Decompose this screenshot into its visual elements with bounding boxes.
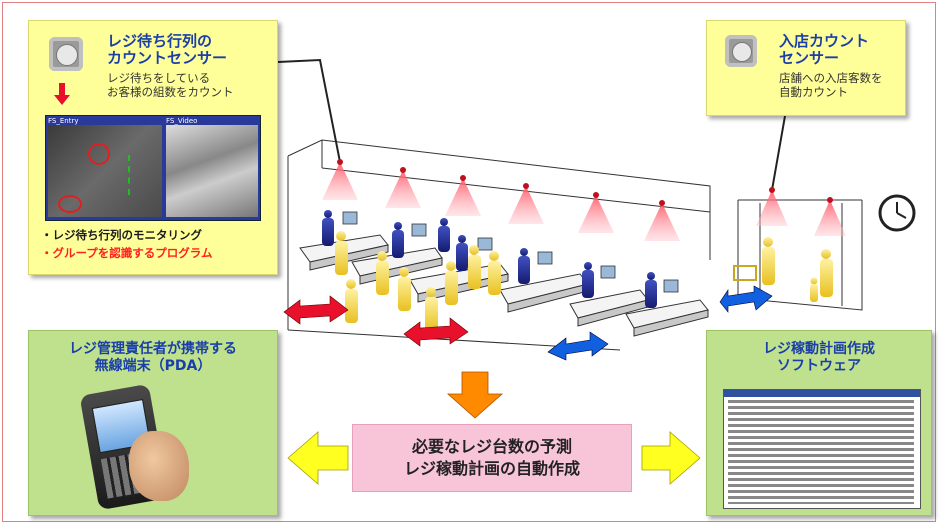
red-arrow-1 (283, 295, 349, 325)
pda-panel: レジ管理責任者が携帯する 無線端末（PDA） (28, 330, 278, 516)
clock-icon (878, 194, 916, 232)
ceiling-sensors (322, 159, 846, 241)
hand-image (129, 431, 189, 501)
pda-title: レジ管理責任者が携帯する 無線端末（PDA） (69, 341, 237, 374)
checkout-lanes (299, 234, 709, 337)
right-arrow (641, 431, 701, 485)
red-down-arrow-icon (59, 83, 65, 97)
software-title: レジ稼動計画作成 ソフトウェア (763, 341, 875, 374)
left-arrow (287, 431, 349, 485)
entry-sensor-desc: 店舗への入店客数を 自動カウント (779, 71, 883, 99)
queue-sensor-panel: レジ待ち行列の カウントセンサー レジ待ちをしている お客様の組数をカウント F… (28, 20, 278, 275)
monitor-left-titlebar: FS_Entry (48, 117, 79, 125)
entry-sensor-panel: 入店カウント センサー 店舗への入店客数を 自動カウント (706, 20, 906, 116)
monitor-right-titlebar: FS_Video (166, 117, 198, 125)
queue-sensor-desc: レジ待ちをしている お客様の組数をカウント (107, 71, 234, 99)
registers (342, 211, 679, 293)
down-arrow (446, 371, 504, 419)
software-panel: レジ稼動計画作成 ソフトウェア (706, 330, 932, 516)
blue-arrow-1 (547, 331, 609, 361)
entry-sensor-title: 入店カウント センサー (779, 32, 870, 67)
red-down-arrowhead-icon (54, 95, 70, 105)
camera-view (166, 125, 258, 217)
bullet-monitoring: ・レジ待ち行列のモニタリング (41, 228, 202, 242)
store-wall (287, 139, 863, 351)
forecast-panel: 必要なレジ台数の予測 レジ稼動計画の自動作成 (352, 424, 632, 492)
forecast-text: 必要なレジ台数の予測 レジ稼動計画の自動作成 (403, 437, 580, 478)
queue-sensor-cable (277, 58, 341, 163)
monitor-image: FS_Entry FS_Video (45, 115, 261, 221)
shopper-figures (335, 231, 833, 331)
queue-sensor-title: レジ待ち行列の カウントセンサー (107, 32, 228, 67)
smoke-sensor-icon (725, 35, 757, 67)
software-screenshot (723, 389, 921, 509)
staff-figures (322, 210, 657, 308)
blue-arrow-2 (719, 285, 773, 313)
smoke-sensor-icon (49, 37, 83, 71)
entry-sensor-cable (771, 115, 786, 191)
red-arrow-2 (403, 317, 469, 347)
bullet-group-recognition: ・グループを認識するプログラム (41, 246, 213, 260)
thermal-view (48, 125, 162, 217)
flow-arrows (283, 285, 773, 361)
